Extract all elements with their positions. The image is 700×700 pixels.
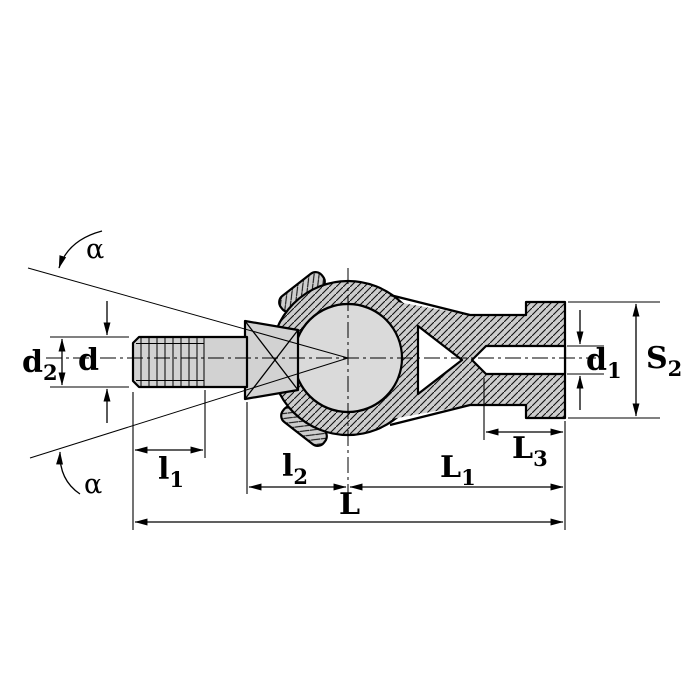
clevis-slot bbox=[470, 344, 567, 376]
label-l2: l2 bbox=[282, 449, 308, 489]
housing-clevis-gap bbox=[416, 324, 464, 396]
angle-arc-top bbox=[58, 230, 103, 269]
extension-lines bbox=[50, 301, 660, 530]
label-d2: d2 bbox=[22, 345, 58, 385]
ball-stud-cone bbox=[243, 319, 300, 401]
label-S2: S2 bbox=[646, 341, 682, 381]
label-alpha-bottom: α bbox=[84, 469, 102, 500]
threaded-stud bbox=[131, 335, 249, 389]
label-L: L bbox=[339, 487, 360, 522]
angle-lines bbox=[27, 230, 349, 495]
dimension-labels: α α d2 d d1 S2 l1 l2 L1 L3 L bbox=[22, 234, 682, 522]
dimension-lines bbox=[58, 301, 640, 526]
angle-line-top bbox=[27, 267, 349, 359]
angle-line-bottom bbox=[29, 357, 349, 459]
angle-arc-bottom bbox=[56, 451, 81, 495]
label-l1: l1 bbox=[158, 452, 184, 492]
thread-lines bbox=[136, 338, 205, 386]
centerlines bbox=[46, 268, 596, 500]
label-d1: d1 bbox=[586, 343, 622, 383]
label-d: d bbox=[78, 343, 99, 378]
label-L1: L1 bbox=[440, 450, 476, 490]
label-alpha-top: α bbox=[86, 234, 104, 265]
label-L3: L3 bbox=[512, 431, 548, 471]
